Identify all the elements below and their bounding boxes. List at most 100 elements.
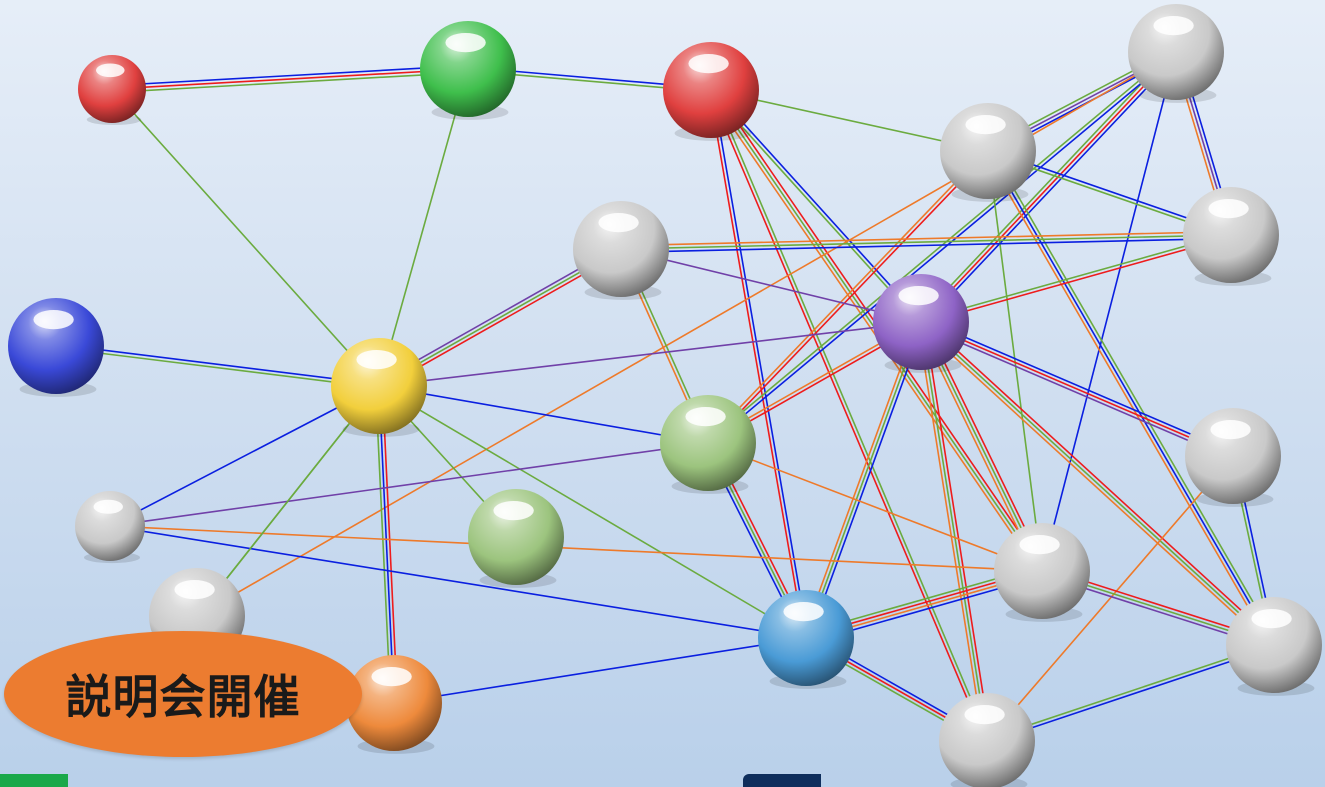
edge-strand bbox=[922, 53, 1180, 325]
sphere-body bbox=[78, 55, 146, 123]
edge-strand bbox=[711, 89, 809, 638]
node-sphere-n9 bbox=[331, 338, 427, 437]
edge-strand bbox=[922, 318, 1277, 644]
sphere-highlight bbox=[898, 286, 939, 306]
edge-strand bbox=[706, 149, 988, 443]
edge-strand bbox=[620, 234, 1232, 250]
sphere-highlight bbox=[1208, 199, 1249, 219]
sphere-highlight bbox=[1251, 609, 1292, 629]
edge-strand bbox=[111, 64, 468, 87]
edge-n9-n17 bbox=[378, 385, 807, 639]
edge-strand bbox=[987, 645, 1275, 744]
edge-n10-n20 bbox=[916, 321, 992, 742]
edge-strand bbox=[984, 152, 1272, 648]
sphere-highlight bbox=[685, 407, 726, 427]
edge-n11-n12 bbox=[109, 442, 709, 527]
sphere-body bbox=[994, 523, 1090, 619]
node-sphere-n13 bbox=[468, 489, 564, 588]
edge-strand bbox=[805, 321, 922, 639]
node-sphere-n11 bbox=[660, 395, 756, 494]
edge-strand bbox=[707, 91, 1040, 574]
edge-strand bbox=[987, 150, 1043, 572]
edge-n3-n17 bbox=[708, 89, 809, 639]
edge-strand bbox=[711, 88, 923, 322]
sphere-highlight bbox=[1019, 535, 1060, 555]
edge-strand bbox=[922, 318, 1235, 454]
sphere-body bbox=[331, 338, 427, 434]
edge-n9-n11 bbox=[378, 385, 709, 444]
edge-strand bbox=[916, 322, 985, 742]
edge-strand bbox=[620, 230, 1231, 247]
edge-n17-n18 bbox=[393, 637, 807, 704]
sphere-body bbox=[8, 298, 104, 394]
edge-strand bbox=[378, 385, 807, 639]
edge-n15-n20 bbox=[986, 455, 1234, 742]
edge-n5-n11 bbox=[706, 149, 990, 445]
edge-strand bbox=[109, 442, 709, 527]
edge-n2-n9 bbox=[378, 68, 469, 387]
edge-n1-n2 bbox=[111, 64, 469, 94]
edge-strand bbox=[620, 248, 922, 323]
sphere-highlight bbox=[93, 499, 123, 514]
sphere-highlight bbox=[688, 54, 729, 74]
node-sphere-n20 bbox=[939, 693, 1035, 787]
edge-n8-n9 bbox=[55, 343, 380, 389]
edge-strand bbox=[709, 90, 921, 324]
sphere-body bbox=[1226, 597, 1322, 693]
edge-n6-n7 bbox=[620, 230, 1232, 254]
sphere-highlight bbox=[174, 580, 215, 600]
edge-strand bbox=[920, 232, 1231, 322]
edge-strand bbox=[111, 88, 380, 387]
sphere-body bbox=[758, 590, 854, 686]
edge-strand bbox=[621, 237, 1232, 254]
edge-strand bbox=[55, 346, 379, 389]
sphere-highlight bbox=[356, 350, 397, 370]
edge-strand bbox=[196, 385, 380, 617]
edge-strand bbox=[920, 321, 1275, 646]
seminar-badge[interactable]: 説明会開催 bbox=[4, 631, 362, 757]
edge-n4-n11 bbox=[706, 50, 1178, 445]
edge-n14-n9 bbox=[196, 385, 380, 617]
sphere-body bbox=[660, 395, 756, 491]
node-sphere-n8 bbox=[8, 298, 104, 397]
sphere-body bbox=[1185, 408, 1281, 504]
sphere-body bbox=[573, 201, 669, 297]
sphere-highlight bbox=[1210, 420, 1251, 440]
sphere-body bbox=[940, 103, 1036, 199]
edge-strand bbox=[918, 323, 1273, 649]
sphere-highlight bbox=[1153, 16, 1194, 36]
edge-n10-n15 bbox=[919, 318, 1235, 460]
node-sphere-n7 bbox=[573, 201, 669, 300]
edge-strand bbox=[919, 324, 1232, 460]
edge-strand bbox=[1041, 51, 1177, 572]
edge-n5-n19 bbox=[984, 148, 1278, 648]
edge-n6-n10 bbox=[920, 232, 1232, 325]
edge-n7-n10 bbox=[620, 248, 922, 323]
edge-n4-n10 bbox=[917, 49, 1180, 325]
edge-strand bbox=[802, 320, 919, 638]
edge-strand bbox=[393, 637, 807, 704]
edge-strand bbox=[917, 49, 1175, 321]
edge-strand bbox=[920, 321, 1234, 457]
edge-n9-n10 bbox=[378, 321, 922, 387]
edge-strand bbox=[707, 442, 1043, 572]
edge-strand bbox=[381, 385, 399, 703]
sphere-body bbox=[663, 42, 759, 138]
edge-n10-n19 bbox=[918, 318, 1277, 649]
node-sphere-n5 bbox=[940, 103, 1036, 202]
edge-strand bbox=[56, 343, 380, 386]
node-sphere-n10 bbox=[873, 274, 969, 373]
sphere-highlight bbox=[33, 310, 74, 330]
edge-strand bbox=[708, 52, 1178, 445]
edge-strand bbox=[990, 148, 1278, 644]
edge-strand bbox=[708, 90, 987, 742]
sphere-highlight bbox=[783, 602, 824, 622]
edge-strand bbox=[111, 68, 469, 90]
sphere-highlight bbox=[371, 667, 412, 687]
node-sphere-n3 bbox=[663, 42, 759, 141]
edge-strand bbox=[112, 71, 469, 94]
node-sphere-n16 bbox=[994, 523, 1090, 622]
sphere-highlight bbox=[964, 705, 1005, 725]
edge-strand bbox=[378, 385, 395, 704]
edge-n10-n17 bbox=[802, 320, 925, 640]
